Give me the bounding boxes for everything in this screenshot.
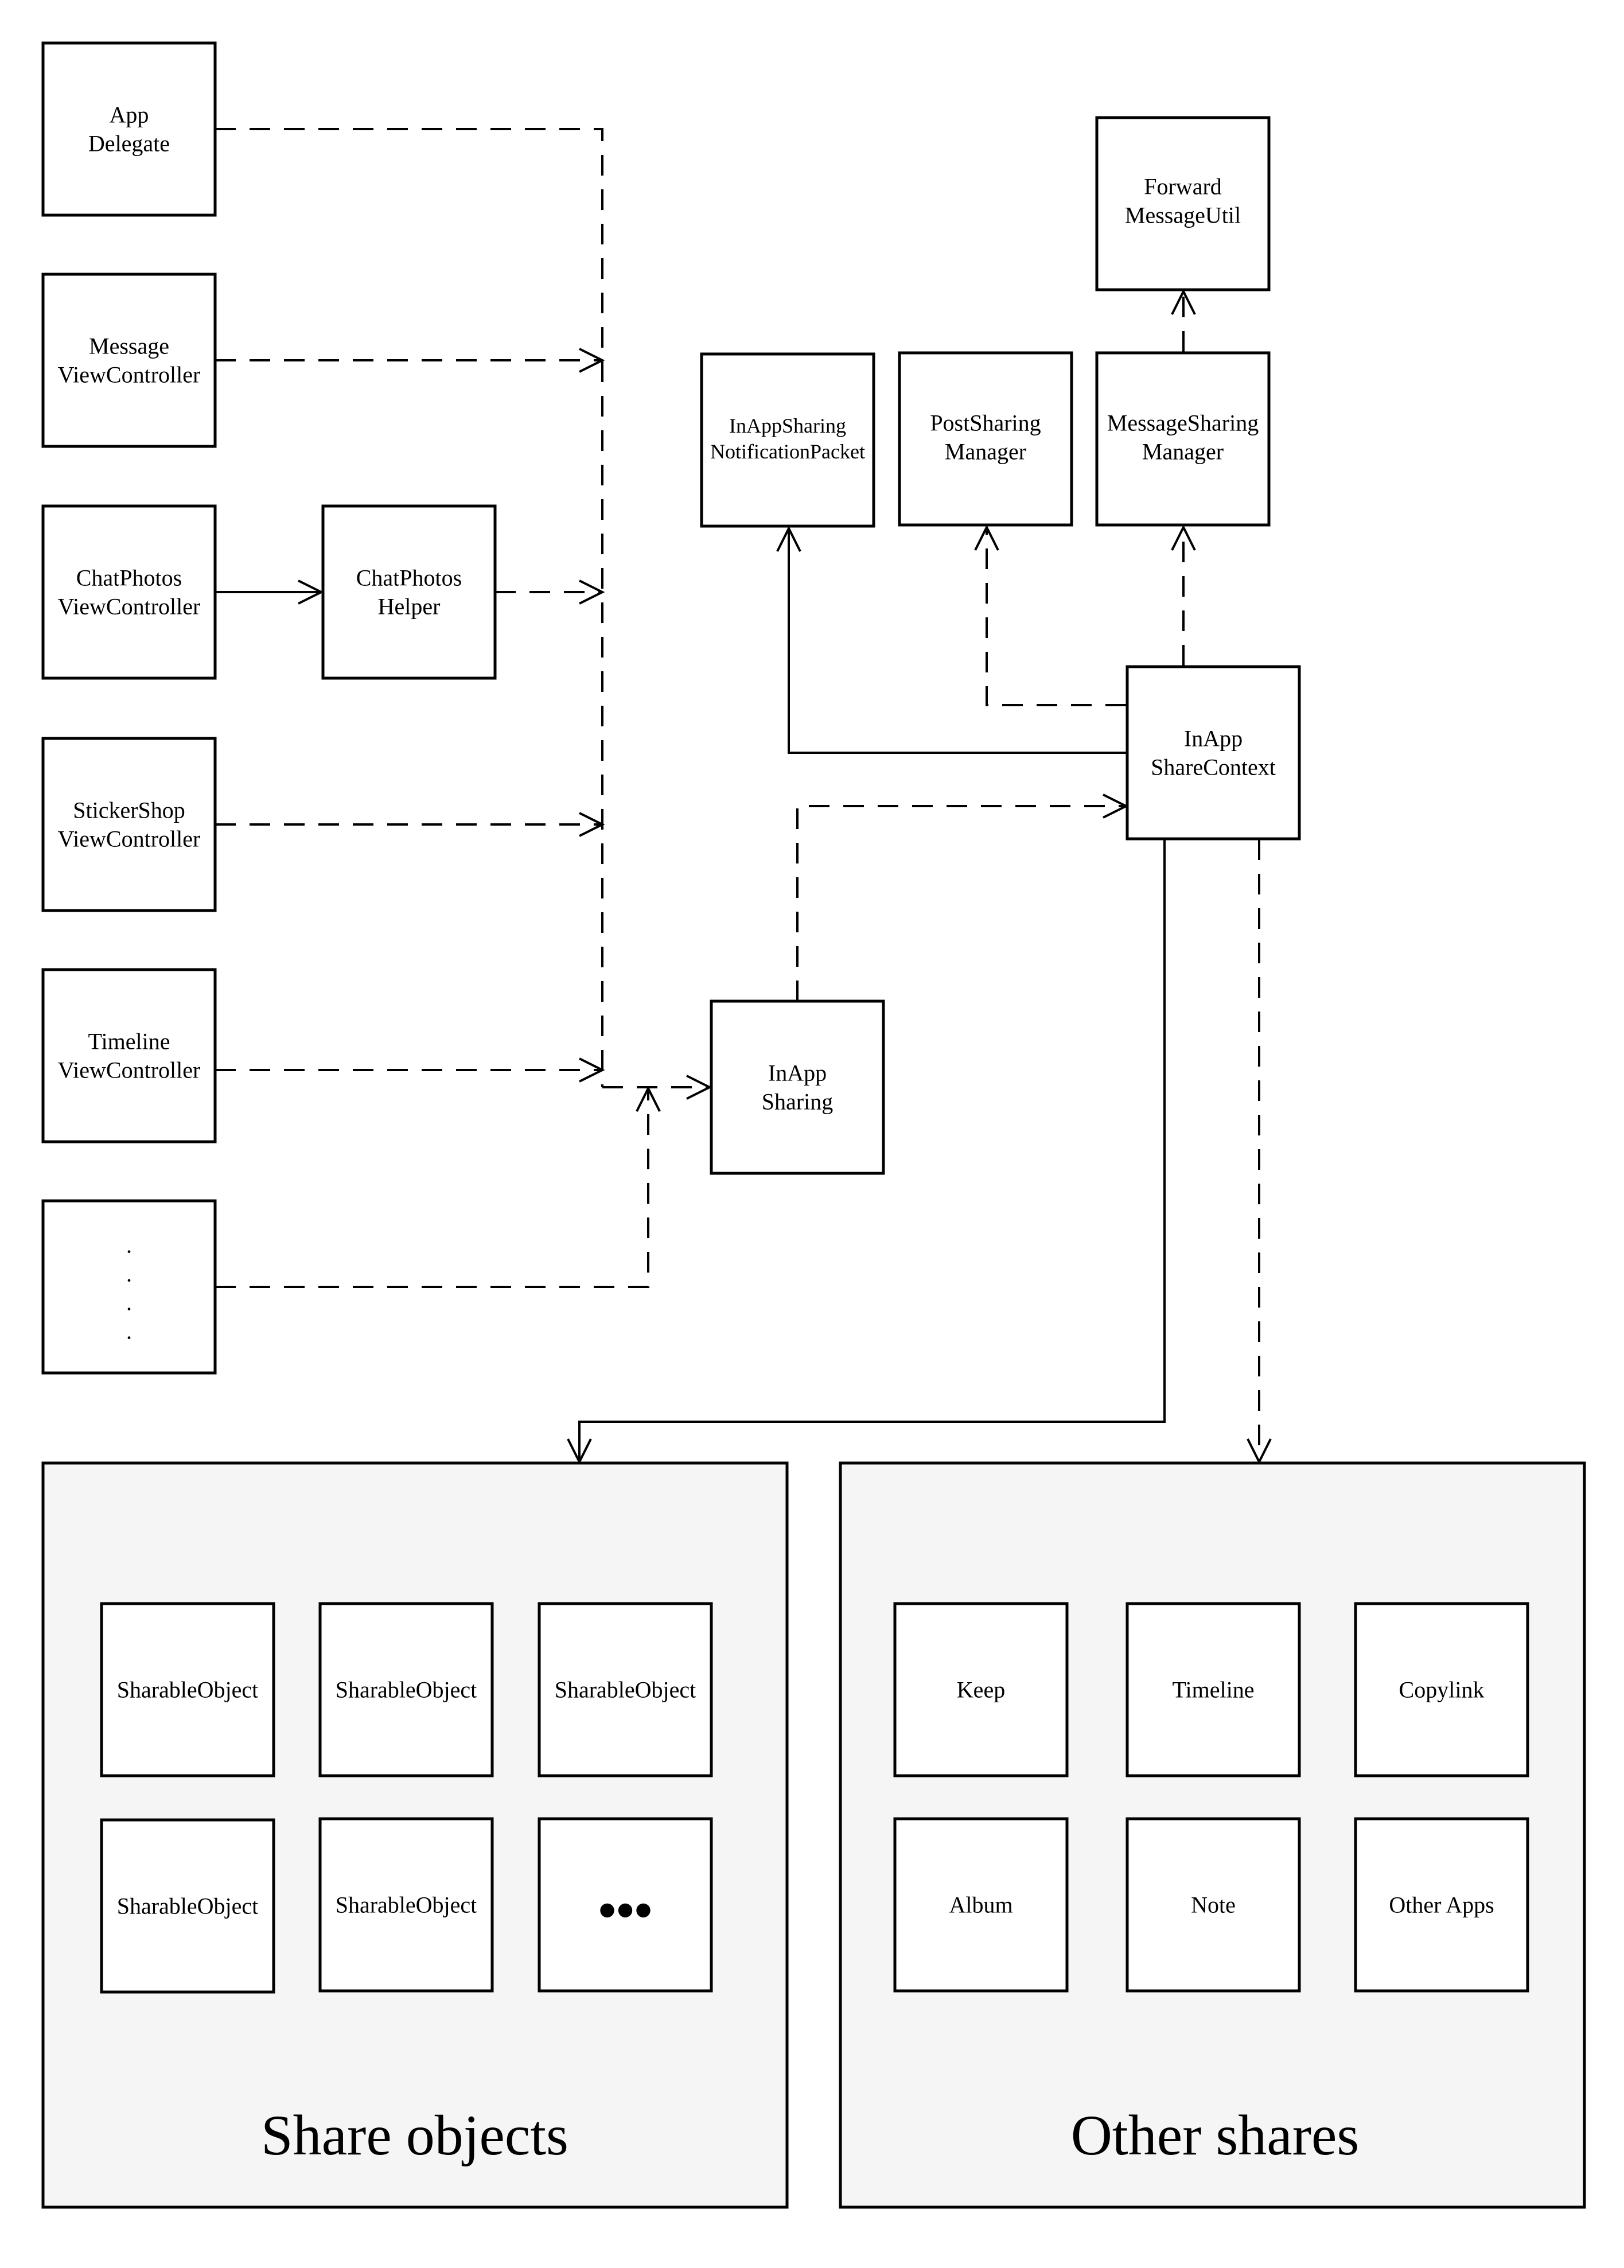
svg-text:Copylink: Copylink xyxy=(1399,1677,1485,1703)
sharable-object-4: SharableObject xyxy=(100,1818,275,1994)
svg-text:Sharing: Sharing xyxy=(762,1089,833,1115)
svg-text:ChatPhotos: ChatPhotos xyxy=(356,565,462,591)
sharable-object-2: SharableObject xyxy=(318,1602,494,1777)
node-chat-photos-view-controller: ChatPhotos ViewController xyxy=(41,504,217,680)
group-title-share-objects: Share objects xyxy=(261,2103,568,2167)
node-chat-photos-helper: ChatPhotos Helper xyxy=(321,504,497,680)
svg-text:.: . xyxy=(126,1290,132,1316)
svg-text:Manager: Manager xyxy=(1142,439,1224,465)
svg-text:SharableObject: SharableObject xyxy=(117,1677,259,1703)
svg-text:Note: Note xyxy=(1191,1892,1236,1918)
share-target-other-apps: Other Apps xyxy=(1354,1817,1529,1993)
edge-share-context-to-post-sharing-manager xyxy=(987,527,1126,706)
edge-share-context-to-notification-packet xyxy=(789,528,1126,754)
svg-text:ViewController: ViewController xyxy=(58,826,201,852)
share-target-keep: Keep xyxy=(893,1602,1069,1777)
svg-text:.: . xyxy=(126,1232,132,1258)
svg-text:StickerShop: StickerShop xyxy=(73,798,185,823)
svg-text:Timeline: Timeline xyxy=(88,1029,170,1055)
svg-text:Other Apps: Other Apps xyxy=(1389,1892,1494,1918)
node-app-delegate: App Delegate xyxy=(41,41,217,217)
svg-text:Message: Message xyxy=(89,333,169,359)
svg-text:MessageSharing: MessageSharing xyxy=(1107,410,1259,436)
node-post-sharing-manager: PostSharing Manager xyxy=(898,351,1073,527)
svg-text:ViewController: ViewController xyxy=(58,362,201,388)
svg-text:SharableObject: SharableObject xyxy=(117,1893,259,1919)
share-target-album: Album xyxy=(893,1817,1069,1993)
svg-text:Forward: Forward xyxy=(1144,174,1222,200)
svg-text:ViewController: ViewController xyxy=(58,594,201,620)
svg-text:ViewController: ViewController xyxy=(58,1057,201,1083)
group-title-other-shares: Other shares xyxy=(1071,2103,1360,2167)
svg-text:Keep: Keep xyxy=(957,1677,1005,1703)
svg-text:SharableObject: SharableObject xyxy=(555,1677,696,1703)
node-more-sources: . . . . xyxy=(41,1199,217,1375)
edge-share-context-to-share-objects xyxy=(579,839,1166,1462)
svg-text:Album: Album xyxy=(949,1892,1012,1918)
svg-text:ChatPhotos: ChatPhotos xyxy=(76,565,182,591)
svg-text:Timeline: Timeline xyxy=(1173,1677,1255,1703)
svg-text:MessageUtil: MessageUtil xyxy=(1125,203,1241,228)
svg-text:ShareContext: ShareContext xyxy=(1151,754,1276,780)
svg-text:App: App xyxy=(110,102,149,128)
edge-in-app-sharing-to-share-context xyxy=(796,806,1126,1001)
node-message-view-controller: Message ViewController xyxy=(41,273,217,448)
svg-text:Manager: Manager xyxy=(945,439,1026,465)
sharable-object-3: SharableObject xyxy=(538,1602,713,1777)
share-target-copylink: Copylink xyxy=(1354,1602,1529,1777)
svg-text:SharableObject: SharableObject xyxy=(336,1892,477,1918)
node-in-app-sharing-notification-packet: InAppSharing NotificationPacket xyxy=(700,352,875,528)
node-in-app-sharing: InApp Sharing xyxy=(710,999,885,1175)
svg-text:.: . xyxy=(126,1261,132,1287)
node-in-app-share-context: InApp ShareContext xyxy=(1125,665,1301,841)
svg-text:SharableObject: SharableObject xyxy=(336,1677,477,1703)
svg-text:InApp: InApp xyxy=(768,1060,827,1086)
svg-text:Helper: Helper xyxy=(378,594,441,620)
sharable-object-5: SharableObject xyxy=(318,1817,494,1993)
svg-text:InApp: InApp xyxy=(1184,726,1243,752)
sharable-object-1: SharableObject xyxy=(100,1602,275,1777)
svg-text:Delegate: Delegate xyxy=(88,131,170,157)
node-forward-message-util: Forward MessageUtil xyxy=(1095,116,1271,291)
node-sticker-shop-view-controller: StickerShop ViewController xyxy=(41,737,217,912)
svg-text:NotificationPacket: NotificationPacket xyxy=(710,440,865,463)
node-message-sharing-manager: MessageSharing Manager xyxy=(1095,351,1271,527)
node-timeline-view-controller: Timeline ViewController xyxy=(41,968,217,1143)
svg-text:PostSharing: PostSharing xyxy=(930,410,1041,436)
svg-text:.: . xyxy=(126,1318,132,1344)
ellipsis-icon: ••• xyxy=(598,1882,653,1939)
edge-more-sources xyxy=(215,1088,648,1288)
edge-app-delegate-bus xyxy=(215,128,603,1087)
sharable-object-more: ••• xyxy=(538,1817,713,1993)
share-target-timeline: Timeline xyxy=(1125,1602,1301,1777)
svg-text:InAppSharing: InAppSharing xyxy=(729,414,846,437)
share-target-note: Note xyxy=(1125,1817,1301,1993)
